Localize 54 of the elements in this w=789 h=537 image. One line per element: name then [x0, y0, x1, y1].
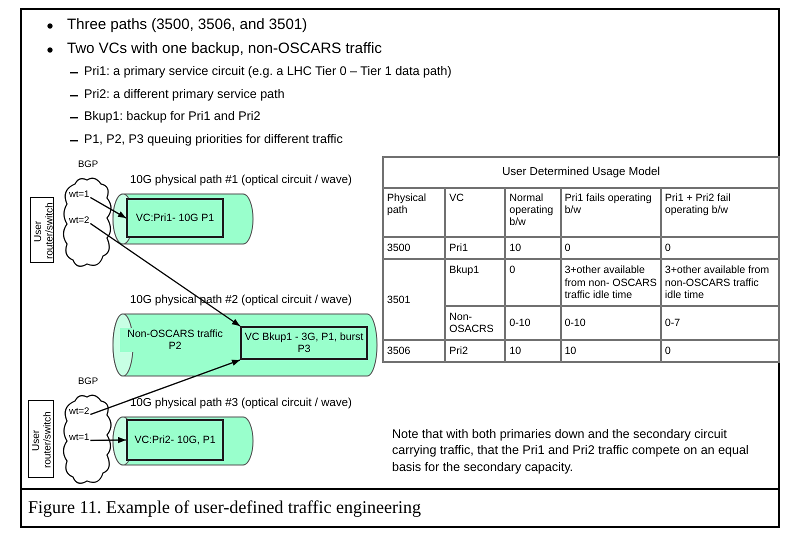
bullet-point: Two VCs with one backup, non-OSCARS traffic: [67, 40, 382, 57]
table-cell: 3500: [383, 237, 446, 260]
weight-label: wt=2: [69, 216, 90, 227]
path-title: 10G physical path #1 (optical circuit / wave): [130, 174, 352, 188]
protocol-label: BGP: [76, 377, 100, 388]
router-box: [30, 197, 54, 263]
column-header: Pri1 fails operating b/w: [560, 188, 661, 238]
arrow: [90, 196, 126, 219]
table-cell: 0-10: [560, 306, 661, 340]
weight-label: wt=1: [69, 190, 90, 201]
path-title: 10G physical path #3 (optical circuit / wave): [130, 397, 352, 410]
circuit-box: [126, 419, 224, 461]
note-text: Note that with both primaries down and the secondary circuit carrying traffic, that the Pri1 and Pri2 traffic compete on an equal basis for the secondary capacity.: [392, 426, 750, 475]
table-cell: 0: [660, 237, 779, 260]
table-cell: 0: [660, 340, 779, 362]
table-cell: 0: [560, 237, 661, 260]
weight-label: wt=1: [69, 433, 90, 444]
table-cell: 0-10: [505, 306, 561, 340]
sub-bullet-point: Pri1: a primary service circuit (e.g. a LHC Tier 0 – Tier 1 data path): [84, 64, 452, 78]
column-header: Normal operating b/w: [505, 188, 561, 238]
table-cell: 10: [505, 237, 561, 260]
circuit-label: VC:Pri2- 10G, P1: [134, 434, 216, 446]
protocol-label: BGP: [76, 160, 100, 171]
table-cell: 3506: [383, 340, 446, 362]
table-cell: 3+other available from non-OSCARS traffic idle time: [660, 259, 779, 306]
sub-bullet-point: Pri2: a different primary service path: [84, 86, 285, 100]
table-cell: Non- OSACRS: [445, 306, 506, 340]
figure-caption: Figure 11. Example of user-defined traffic engineering: [28, 497, 421, 518]
table-title: User Determined Usage Model: [383, 157, 779, 188]
table-cell: 10: [560, 340, 661, 362]
arrow: [90, 359, 240, 416]
table-cell: 10: [505, 340, 561, 362]
sub-bullet-point: Bkup1: backup for Pri1 and Pri2: [84, 109, 260, 123]
column-header: Physical path: [383, 188, 446, 238]
circuit-label: VC:Pri1- 10G P1: [136, 212, 214, 224]
table-cell: Pri2: [445, 340, 506, 362]
circuit-label: VC Bkup1 - 3G, P1, burst P3: [244, 330, 364, 356]
table-cell: 0-7: [660, 306, 779, 340]
column-header: VC: [445, 188, 506, 238]
arrow: [90, 436, 126, 444]
sub-bullet-point: P1, P2, P3 queuing priorities for different traffic: [84, 132, 343, 146]
weight-label: wt=2: [69, 407, 90, 418]
circuit-box: [240, 326, 368, 360]
table-cell: 3501: [383, 259, 446, 340]
circuit-box: [126, 198, 224, 238]
table-cell: 0: [505, 259, 561, 306]
router-label: User router/switch: [31, 410, 54, 470]
table-cell: 3+other available from non- OSCARS traffic idle time: [560, 259, 661, 306]
column-header: Pri1 + Pri2 fail operating b/w: [660, 188, 779, 238]
table-cell: Bkup1: [445, 259, 506, 306]
router-label: User router/switch: [33, 202, 56, 260]
bullet-point: Three paths (3500, 3506, and 3501): [67, 16, 308, 33]
router-box: [28, 400, 54, 478]
table-cell: Pri1: [445, 237, 506, 260]
